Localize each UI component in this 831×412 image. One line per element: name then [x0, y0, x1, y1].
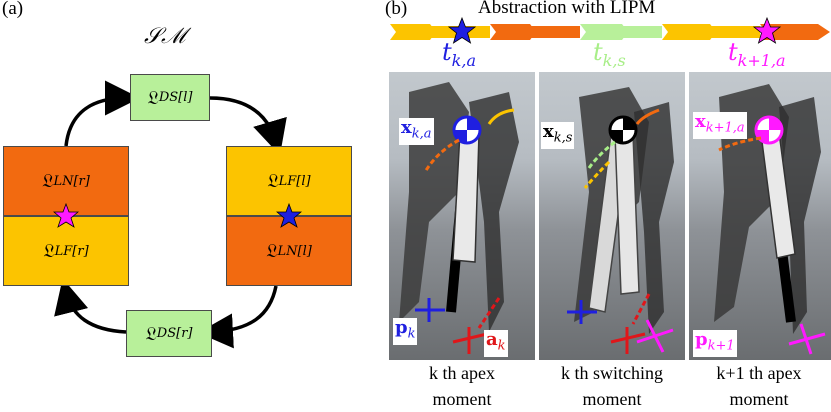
- state-label-k1-apex-main: x: [695, 111, 706, 132]
- time-label-k-apex-main: t: [442, 38, 452, 66]
- magenta-star-icon: [53, 203, 79, 228]
- caption-k1-apex-line2: moment: [729, 389, 789, 409]
- time-label-k-switch-main: t: [593, 38, 603, 66]
- magenta-star-icon-timeline: [753, 17, 781, 44]
- arrow-ln-l-to-ds-r: [198, 285, 278, 349]
- state-ln-right-sub: LN[r]: [53, 173, 90, 189]
- caption-k-apex: k th apex moment: [389, 360, 535, 412]
- foot-label-a-k-main: a: [486, 329, 498, 350]
- foot-label-p-k-main: p: [395, 317, 408, 338]
- state-ln-left-sub: LN[l]: [277, 243, 312, 259]
- snapshot-k1-apex-drawing: [714, 84, 826, 355]
- caption-k-switch-line1: k th switching: [561, 363, 663, 383]
- state-ln-right-symbol: 𝔏: [42, 170, 54, 192]
- state-machine-title: 𝒮ℳ: [144, 24, 186, 49]
- snapshot-k-apex: [389, 72, 535, 360]
- state-ln-left-symbol: 𝔏: [266, 240, 278, 262]
- foot-label-p-k1: pk+1: [693, 330, 737, 357]
- time-label-k1-apex-sub: k+1,a: [737, 50, 786, 70]
- state-lf-right-symbol: 𝔏: [43, 240, 55, 262]
- blue-star-icon: [276, 203, 302, 228]
- state-ds-right-symbol: 𝔏: [145, 322, 157, 345]
- state-ds-left-symbol: 𝔏: [147, 86, 159, 109]
- snapshot-k1-apex: [689, 72, 831, 360]
- blue-star-icon-timeline: [448, 17, 476, 44]
- arrow-ln-r-to-ds-l: [64, 80, 140, 147]
- arrow-ds-r-to-lf-r: [54, 278, 127, 334]
- time-label-k-apex-sub: k,a: [451, 50, 476, 70]
- caption-k1-apex-line1: k+1 th apex: [716, 363, 802, 383]
- state-label-k1-apex: xk+1,a: [693, 112, 747, 139]
- time-label-k-switch: tk,s: [593, 38, 626, 70]
- state-label-k1-apex-sub: k+1,a: [705, 120, 745, 136]
- caption-k-switch-line2: moment: [582, 389, 642, 409]
- timeline-bar: [390, 24, 830, 40]
- foot-label-p-k1-sub: k+1: [707, 338, 735, 354]
- caption-k-apex-line1: k th apex: [429, 363, 495, 383]
- snapshot-k-switch: [539, 72, 685, 360]
- caption-k-switch: k th switching moment: [539, 360, 685, 412]
- foot-label-p-k: pk: [393, 317, 418, 345]
- lipm-title: Abstraction with LIPM: [478, 0, 656, 18]
- state-lf-left-symbol: 𝔏: [267, 170, 279, 192]
- time-label-k1-apex: tk+1,a: [728, 38, 786, 70]
- state-machine-arrows: [54, 80, 287, 349]
- foot-label-p-k1-main: p: [695, 329, 708, 350]
- caption-k-apex-line2: moment: [432, 389, 492, 409]
- panel-b-label: (b): [385, 0, 408, 19]
- state-label-k-switch-main: x: [543, 121, 554, 142]
- foot-label-a-k: ak: [484, 330, 508, 357]
- state-label-k-switch-sub: k,s: [553, 130, 573, 146]
- state-label-k-apex-sub: k,a: [411, 126, 432, 142]
- time-label-k-switch-sub: k,s: [602, 50, 626, 70]
- state-label-k-apex: xk,a: [399, 118, 434, 145]
- foot-label-a-k-sub: k: [497, 338, 506, 354]
- state-label-k-switch: xk,s: [541, 121, 575, 149]
- caption-k1-apex: k+1 th apex moment: [688, 360, 830, 412]
- state-ds-right-sub: DS[r]: [156, 326, 193, 341]
- snapshot-k-switch-drawing: [567, 87, 674, 354]
- state-lf-left-sub: LF[l]: [278, 173, 311, 189]
- panel-a-label: (a): [2, 0, 24, 19]
- state-lf-right-sub: LF[r]: [54, 243, 89, 259]
- state-ds-left-sub: DS[l]: [158, 90, 193, 105]
- time-label-k-apex: tk,a: [442, 38, 476, 70]
- foot-label-p-k-sub: k: [407, 326, 416, 342]
- time-label-k1-apex-main: t: [728, 38, 738, 66]
- arrow-ds-l-to-lf-l: [209, 96, 287, 156]
- state-label-k-apex-main: x: [401, 117, 412, 138]
- snapshot-k-apex-drawing: [399, 82, 519, 354]
